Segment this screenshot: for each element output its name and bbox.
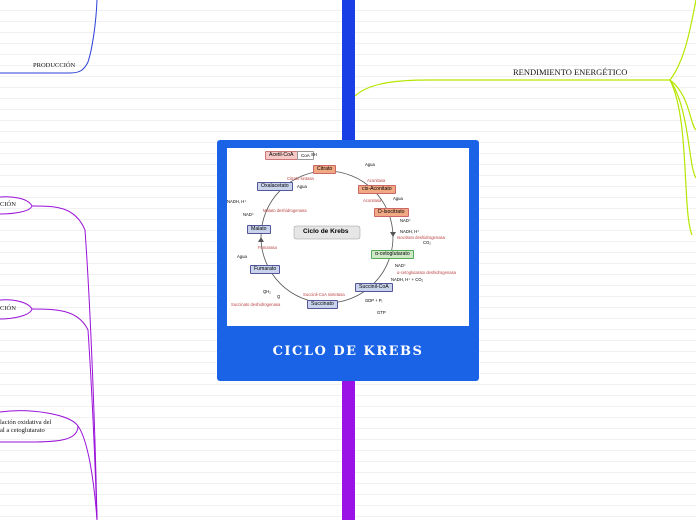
- metabolite-malato: Malato: [247, 225, 271, 234]
- label-coa: CoA: [297, 151, 314, 160]
- label-nad-3: NAD⁺: [243, 212, 255, 217]
- label-agua-2: Agua: [365, 162, 375, 167]
- branch-left-1-label[interactable]: CIÓN: [0, 201, 16, 208]
- trunk-bottom: [342, 381, 355, 520]
- label-gdp: GDP + Pᵢ: [365, 298, 383, 303]
- left-connector-3: [77, 425, 98, 520]
- label-agua-4: Agua: [237, 254, 247, 259]
- metabolite-acetil-coa: Acetil-CoA: [265, 151, 298, 160]
- branch-left-3-label-line1[interactable]: lación oxidativa del: [0, 419, 52, 426]
- enzyme-citrato-sintasa: Citrato sintasa: [287, 176, 314, 181]
- krebs-cycle-image: Ciclo de Krebs Acetil-CoA CoA SH Citrato…: [227, 148, 469, 326]
- label-gtp: GTP: [377, 310, 386, 315]
- enzyme-succinato-deshidrogenasa: Succinato deshidrogenasa: [231, 302, 281, 307]
- enzyme-aconitasa-2: Aconitasa: [363, 198, 382, 203]
- label-agua-3: Agua: [393, 196, 403, 201]
- enzyme-succinil-coa-sintetasa: Succinil-CoA sintetasa: [303, 292, 345, 297]
- branch-left-2-label[interactable]: CIÓN: [0, 305, 16, 312]
- left-connector-1: [31, 205, 98, 520]
- center-label-box: [293, 225, 361, 240]
- label-agua-1: Agua: [297, 184, 307, 189]
- rendimiento-sub-3: [669, 79, 696, 179]
- label-q: Q: [277, 294, 281, 299]
- left-connector-2: [31, 308, 98, 520]
- branch-left-3-label-line2[interactable]: al a cetoglutarato: [0, 427, 45, 434]
- label-nadh-2: NADH, H⁺ + CO₂: [391, 277, 424, 282]
- enzyme-a-cetoglutarato-deshidrogenasa: α-cetoglutarato deshidrogenasa: [397, 270, 456, 275]
- metabolite-cis-aconitato: cis-Aconitato: [358, 185, 396, 194]
- label-nad-2: NAD⁺: [395, 263, 407, 268]
- metabolite-succinil-coa: Succinil-CoA: [355, 283, 393, 292]
- central-topic-card[interactable]: Ciclo de Krebs Acetil-CoA CoA SH Citrato…: [217, 140, 479, 381]
- branch-produccion-label[interactable]: PRODUCCIÓN: [33, 62, 76, 69]
- label-nadh-1: NADH, H⁺: [400, 229, 420, 234]
- enzyme-isocitrato-deshidrogenasa: Isocitrato deshidrogenasa: [397, 235, 445, 240]
- metabolite-fumarato: Fumarato: [250, 265, 281, 274]
- branch-rendimiento-line: [354, 79, 670, 97]
- cycle-arrow-left: [258, 237, 264, 242]
- left-bubble-3: [0, 410, 79, 443]
- cycle-arrow-right: [390, 232, 396, 237]
- metabolite-oxalacetato: Oxalacetato: [257, 182, 293, 191]
- enzyme-aconitasa-1: Aconitasa: [367, 178, 386, 183]
- label-nad-1: NAD⁺: [400, 218, 412, 223]
- branch-produccion-line: [0, 0, 98, 74]
- rendimiento-sub-1: [669, 0, 696, 81]
- rendimiento-sub-4: [669, 79, 693, 236]
- enzyme-malato-deshidrogenasa: Malato deshidrogenasa: [263, 208, 307, 213]
- label-qh2: QH₂: [263, 289, 271, 294]
- rendimiento-sub-2: [669, 79, 696, 131]
- metabolite-citrato: Citrato: [313, 165, 337, 174]
- metabolite-d-isocitrato: D-Isocitrato: [374, 208, 409, 217]
- center-label: Ciclo de Krebs: [303, 228, 349, 235]
- label-nadh-3: NADH, H⁺: [227, 199, 247, 204]
- label-sh: SH: [311, 152, 317, 157]
- label-co2-1: CO₂: [423, 240, 431, 245]
- trunk-top: [342, 0, 355, 140]
- central-topic-title: CICLO DE KREBS: [272, 344, 424, 359]
- metabolite-a-cetoglutarato: α-cetoglutarato: [371, 250, 414, 259]
- branch-rendimiento-label[interactable]: RENDIMIENTO ENERGÉTICO: [513, 67, 628, 77]
- metabolite-succinato: Succinato: [307, 300, 338, 309]
- enzyme-fumarasa: Fumarasa: [258, 245, 277, 250]
